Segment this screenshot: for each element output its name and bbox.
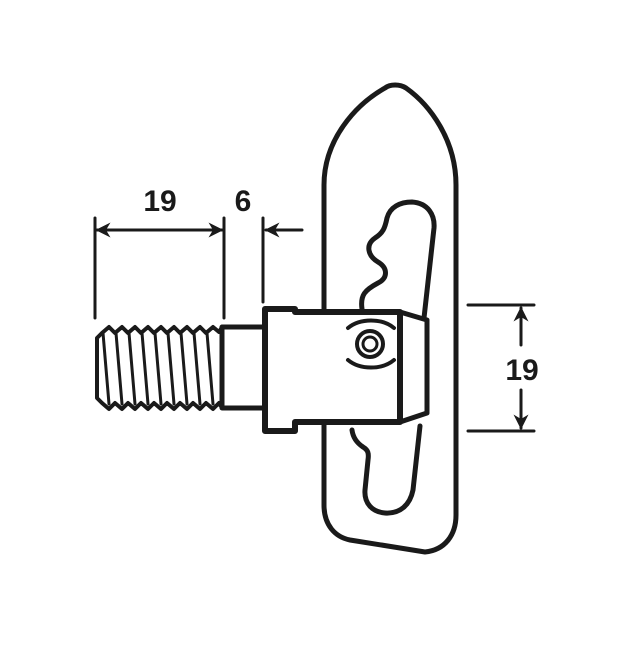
dimension-label-thread-length: 19 — [143, 185, 176, 218]
dimension-label-gap: 6 — [235, 185, 252, 218]
wing-lobe-lower — [349, 423, 423, 516]
wing-plate — [321, 82, 459, 555]
dimension-thread-length: 19 — [93, 185, 226, 320]
dimension-label-body-height: 19 — [505, 354, 538, 387]
body-block — [262, 306, 430, 434]
wing-lobe-upper — [359, 199, 437, 321]
pin-icon — [346, 318, 396, 370]
bolt-neck — [219, 324, 268, 411]
dimension-gap: 6 — [235, 185, 304, 304]
dimension-body-height: 19 — [466, 303, 539, 433]
threaded-shank — [95, 325, 224, 411]
